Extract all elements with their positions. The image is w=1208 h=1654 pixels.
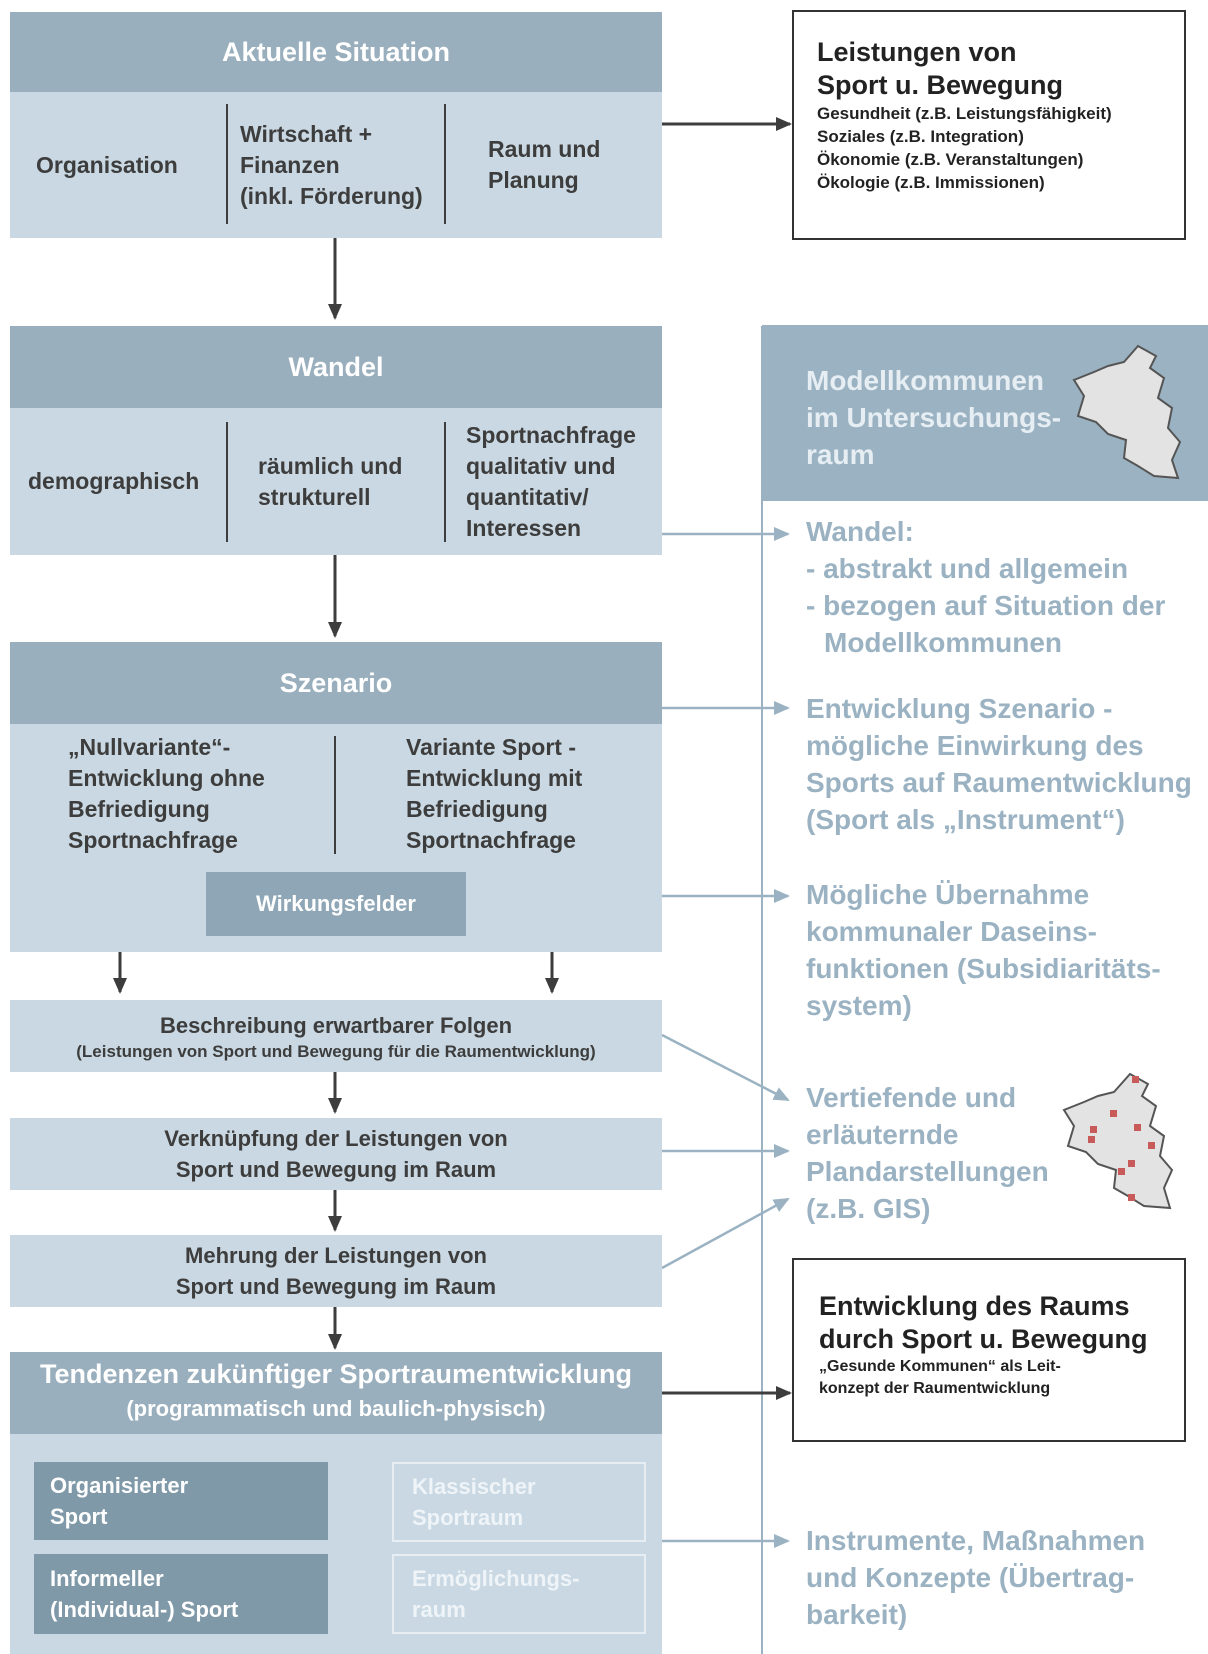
wandel-header: Wandel xyxy=(10,326,662,408)
organisierter-sport: Organisierter Sport xyxy=(34,1462,328,1540)
right-instrumente: Instrumente, Maßnahmen und Konzepte (Übe… xyxy=(806,1525,1146,1630)
right-uebernahme: Mögliche Übernahme kommunaler Daseins- f… xyxy=(806,879,1161,1021)
szenario-nullvariante: „Nullvariante“- Entwicklung ohne Befried… xyxy=(68,734,265,853)
situation-header: Aktuelle Situation xyxy=(10,12,662,92)
verknuepfung-box: Verknüpfung der Leistungen von Sport und… xyxy=(10,1118,662,1190)
wandel-demographisch: demographisch xyxy=(28,468,200,494)
modell-header: Modellkommunen im Untersuchungs- raum xyxy=(762,326,1208,501)
wirkungsfelder-box: Wirkungsfelder xyxy=(206,872,466,936)
leistungen-box: Leistungen von Sport u. Bewegung Gesundh… xyxy=(792,10,1186,240)
region-map-icon xyxy=(1072,344,1182,480)
entwicklung-box: Entwicklung des Raums durch Sport u. Bew… xyxy=(792,1258,1186,1442)
klassischer-sportraum: Klassischer Sportraum xyxy=(392,1462,646,1542)
situation-raum: Raum und Planung xyxy=(488,136,601,193)
situation-wirtschaft: Wirtschaft + Finanzen (inkl. Förderung) xyxy=(240,120,423,209)
right-wandel: Wandel: - abstrakt und allgemein - bezog… xyxy=(806,516,1166,658)
tendenzen-body: Organisierter Sport Klassischer Sportrau… xyxy=(10,1434,662,1654)
right-vertiefend: Vertiefende und erläuternde Plandarstell… xyxy=(806,1082,1049,1224)
szenario-body: „Nullvariante“- Entwicklung ohne Befried… xyxy=(10,724,662,952)
tendenzen-header: Tendenzen zukünftiger Sportraumentwicklu… xyxy=(10,1352,662,1434)
mehrung-box: Mehrung der Leistungen von Sport und Bew… xyxy=(10,1235,662,1307)
ermoeglichungsraum: Ermöglichungs- raum xyxy=(392,1554,646,1634)
right-szenario: Entwicklung Szenario - mögliche Einwirku… xyxy=(806,693,1192,835)
szenario-variante-sport: Variante Sport - Entwicklung mit Befried… xyxy=(406,734,583,853)
wandel-body: demographisch räumlich und strukturell S… xyxy=(10,408,662,555)
folgen-box: Beschreibung erwartbarer Folgen (Leistun… xyxy=(10,1000,662,1072)
situation-organisation: Organisation xyxy=(36,151,178,178)
wandel-raeumlich: räumlich und strukturell xyxy=(258,452,403,510)
szenario-header: Szenario xyxy=(10,642,662,724)
informeller-sport: Informeller (Individual-) Sport xyxy=(34,1554,328,1634)
wandel-sportnachfrage: Sportnachfrage qualitativ und quantitati… xyxy=(466,421,636,541)
region-map-with-points-icon xyxy=(1062,1072,1174,1210)
situation-body: Organisation Wirtschaft + Finanzen (inkl… xyxy=(10,92,662,238)
